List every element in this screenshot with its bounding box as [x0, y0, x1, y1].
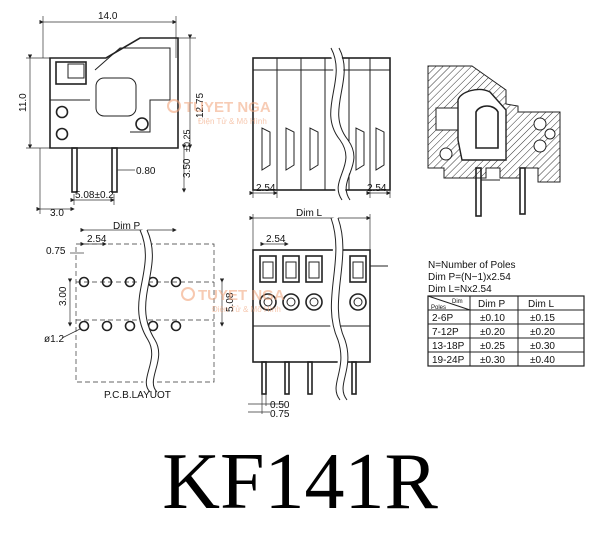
- table-row-dim-l: ±0.20: [530, 327, 555, 338]
- front-left-dim: 2.54: [256, 183, 276, 194]
- pitch-dim: 5.08±0.2: [75, 190, 114, 201]
- table-row-dim-l: ±0.15: [530, 313, 555, 324]
- table-row-poles: 7-12P: [432, 327, 459, 338]
- watermark-logo-icon: [181, 287, 195, 301]
- top-view: Dim L 2.54 0.50 0.75: [248, 208, 388, 420]
- side-view: 14.0 11.0 12.75 0.80 3.50 ±0.25: [18, 11, 206, 219]
- pcb-holes: [78, 276, 182, 332]
- front-right-dim: 2.54: [367, 183, 387, 194]
- pin-width-dim: 0.80: [136, 166, 156, 177]
- pcb-offset: 0.75: [46, 246, 66, 257]
- pcb-pitch: 2.54: [87, 234, 107, 245]
- top-dim-l: Dim L: [296, 208, 323, 219]
- pcb-label: P.C.B.LAYUOT: [104, 390, 171, 401]
- pcb-row-dim: 3.00: [58, 286, 69, 306]
- table-row-dim-p: ±0.10: [480, 313, 505, 324]
- top-cells: [259, 255, 367, 311]
- table-row-dim-p: ±0.30: [480, 355, 505, 366]
- front-slots: [261, 127, 385, 171]
- table-row-poles: 2-6P: [432, 313, 453, 324]
- section-view: [427, 65, 561, 217]
- side-height-dim: 11.0: [18, 93, 29, 112]
- formula-line-3: Dim L=Nx2.54: [428, 284, 492, 295]
- table-corner-top: Dim: [452, 299, 463, 305]
- table-row-dim-l: ±0.30: [530, 341, 555, 352]
- table-row-poles: 19-24P: [432, 355, 465, 366]
- top-pitch: 2.54: [266, 234, 286, 245]
- pcb-hole-dia: ø1.2: [44, 334, 64, 345]
- svg-text:3.50: 3.50: [182, 158, 193, 178]
- formula-line-1: N=Number of Poles: [428, 260, 516, 271]
- pcb-layout: Dim P 2.54 0.75 3.00 5.08 ø1.2 P.C.B.LAY…: [44, 221, 236, 401]
- formula-line-2: Dim P=(N−1)x2.54: [428, 272, 511, 283]
- tolerance-table: Dim Poles Dim P Dim L 2-6P ±0.10 ±0.15 7…: [427, 295, 585, 367]
- side-height2-dim: 12.75: [195, 93, 206, 118]
- pcb-row2-dim: 5.08: [225, 292, 236, 312]
- watermark-sub: Điện Tử & Mô Hình: [198, 117, 267, 126]
- offset-dim: 3.0: [50, 208, 64, 219]
- table-header-dim-l: Dim L: [528, 299, 555, 310]
- part-title: KF141R: [162, 438, 438, 526]
- formula-block: N=Number of Poles Dim P=(N−1)x2.54 Dim L…: [428, 260, 516, 295]
- watermark-sub: Điện Tử & Mô Hình: [212, 305, 281, 314]
- table-corner-bottom: Poles: [431, 305, 446, 311]
- watermark: TUYET NGA Điện Tử & Mô Hình TUYET NGA Đi…: [167, 99, 285, 314]
- watermark-brand: TUYET NGA: [184, 99, 271, 116]
- pin-length-tol: ±0.25: [182, 130, 192, 152]
- table-row-dim-p: ±0.20: [480, 327, 505, 338]
- pcb-dim-p: Dim P: [113, 221, 141, 232]
- front-view: 2.54 2.54: [249, 45, 391, 203]
- table-row-dim-l: ±0.40: [530, 355, 555, 366]
- watermark-brand: TUYET NGA: [198, 287, 285, 304]
- side-width-dim: 14.0: [98, 11, 118, 22]
- table-header-dim-p: Dim P: [478, 299, 506, 310]
- table-row-poles: 13-18P: [432, 341, 465, 352]
- table-row-dim-p: ±0.25: [480, 341, 505, 352]
- top-pin-dim-2: 0.75: [270, 409, 290, 420]
- top-pin-dim-1: 0.50: [270, 400, 290, 411]
- watermark-logo-icon: [167, 99, 181, 113]
- pin-length-dim: 3.50: [182, 158, 193, 178]
